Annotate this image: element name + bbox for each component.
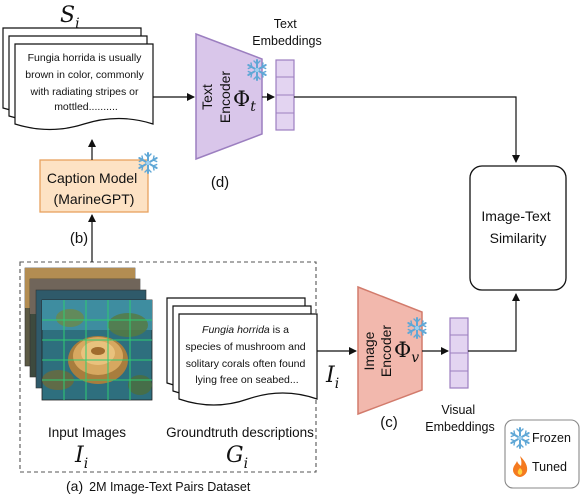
input-images-label: Input Images [48,425,126,440]
legend-frozen-label: Frozen [532,431,571,445]
input-images-symbol: Ii [74,443,88,472]
groundtruth-line-1: Fungia horrida is a [202,324,289,336]
similarity-box [469,165,567,291]
groundtruth-documents: Fungia horrida is a species of mushroom … [166,297,318,406]
groundtruth-line-2: species of mushroom and [185,341,305,353]
arrow-text-embeddings-to-similarity [294,96,520,163]
text-encoder-label-2: Encoder [217,71,233,123]
caption-documents: Fungia horrida is usually brown in color… [2,3,154,131]
caption-doc-line-3: with radiating stripes or [30,86,139,98]
groundtruth-line-4: lying free on seabed... [195,374,298,386]
caption-model: Caption Model (MarineGPT) (b) [39,152,158,247]
caption-model-box [39,159,149,213]
visual-embeddings: Visual Embeddings [425,317,495,434]
caption-model-label: Caption Model (MarineGPT) [47,170,141,207]
groundtruth-text: Fungia horrida is a species of mushroom … [185,324,308,386]
text-embeddings: Text Embeddings [252,17,322,131]
legend-tuned-label: Tuned [532,460,567,474]
captions-symbol: Si [60,3,80,32]
legend-tuned-icon [513,456,528,477]
similarity-module: Image-Text Similarity [469,165,567,291]
groundtruth-symbol: Gi [226,443,248,472]
input-image-stack [24,267,153,401]
image-input-symbol: Ii [325,363,339,392]
groundtruth-line-3: solitary corals often found [186,358,306,370]
text-encoder-label-1: Text [199,84,215,110]
image-encoder-label-1: Image [361,331,377,370]
dataset-region: Input Images Ii Fungia horrida is a spec… [19,261,318,473]
visual-embeddings-label: Visual Embeddings [425,403,495,434]
dataset-caption: (a)2M Image-Text Pairs Dataset [66,478,251,494]
connectors [88,93,520,355]
caption-doc-line-1: Fungia horrida is usually [28,52,143,64]
similarity-label: Image-Text Similarity [481,208,554,246]
arrow-visual-embeddings-to-similarity [468,293,520,352]
text-encoder-tag: (d) [211,174,229,191]
image-encoder-phi: Φv [394,338,419,366]
image-encoder: Image Encoder Φv (c) [357,285,427,431]
legend: Frozen Tuned [504,419,580,489]
text-encoder-phi: Φt [233,87,256,115]
image-encoder-label-2: Encoder [378,325,394,377]
caption-doc-line-4: mottled.......... [54,101,118,113]
caption-model-tag: (b) [70,230,88,247]
groundtruth-label: Groundtruth descriptions [166,425,314,440]
caption-doc-text: Fungia horrida is usually brown in color… [25,52,146,113]
text-encoder: Text Encoder Φt (d) [195,32,267,191]
caption-doc-line-2: brown in color, commonly [25,69,144,81]
text-embeddings-label: Text Embeddings [252,17,322,48]
image-encoder-tag: (c) [380,414,398,431]
